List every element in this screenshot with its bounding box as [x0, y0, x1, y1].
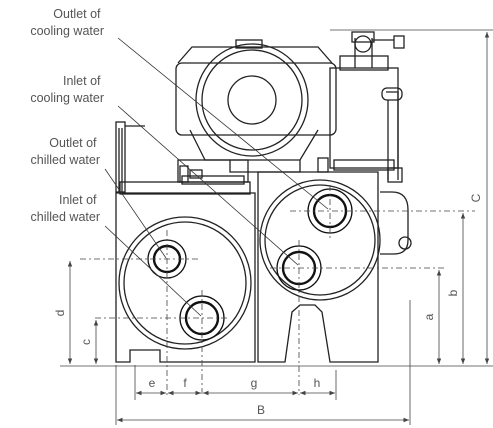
label-inlet-cooling-line1: Inlet of — [63, 74, 101, 88]
machine-body — [115, 31, 412, 363]
dim-label-e: e — [149, 376, 156, 390]
label-inlet-chilled-water: Inlet of chilled water — [31, 193, 100, 224]
label-outlet-chilled-line1: Outlet of — [49, 136, 97, 150]
dimension-lines — [60, 29, 493, 425]
dimension-labels: C b a d c e f g h B — [53, 193, 483, 417]
dim-label-d: d — [53, 310, 67, 317]
dim-label-h: h — [314, 376, 321, 390]
label-inlet-cooling-water: Inlet of cooling water — [30, 74, 104, 105]
dim-label-f: f — [183, 376, 187, 390]
dim-label-C: C — [469, 193, 483, 202]
label-outlet-cooling-line2: cooling water — [30, 24, 104, 38]
dim-label-B: B — [257, 403, 265, 417]
label-inlet-chilled-line2: chilled water — [31, 210, 100, 224]
leader-lines — [104, 37, 329, 317]
right-frame — [257, 171, 379, 363]
evaporator-shell — [118, 216, 252, 350]
dim-label-c: c — [79, 339, 93, 345]
dim-label-a: a — [422, 313, 436, 320]
label-outlet-cooling-line1: Outlet of — [53, 7, 101, 21]
condenser-shell — [259, 179, 381, 301]
vessels — [118, 179, 381, 350]
label-outlet-chilled-water: Outlet of chilled water — [31, 136, 100, 167]
label-inlet-cooling-line2: cooling water — [30, 91, 104, 105]
dim-label-b: b — [446, 289, 460, 296]
dim-label-g: g — [251, 376, 258, 390]
left-shell — [115, 192, 256, 363]
nozzles — [147, 188, 353, 341]
label-inlet-chilled-line1: Inlet of — [59, 193, 97, 207]
center-lines — [80, 185, 475, 395]
label-outlet-cooling-water: Outlet of cooling water — [30, 7, 104, 38]
label-outlet-chilled-line2: chilled water — [31, 153, 100, 167]
callout-labels: Outlet of cooling water Inlet of cooling… — [30, 7, 104, 224]
